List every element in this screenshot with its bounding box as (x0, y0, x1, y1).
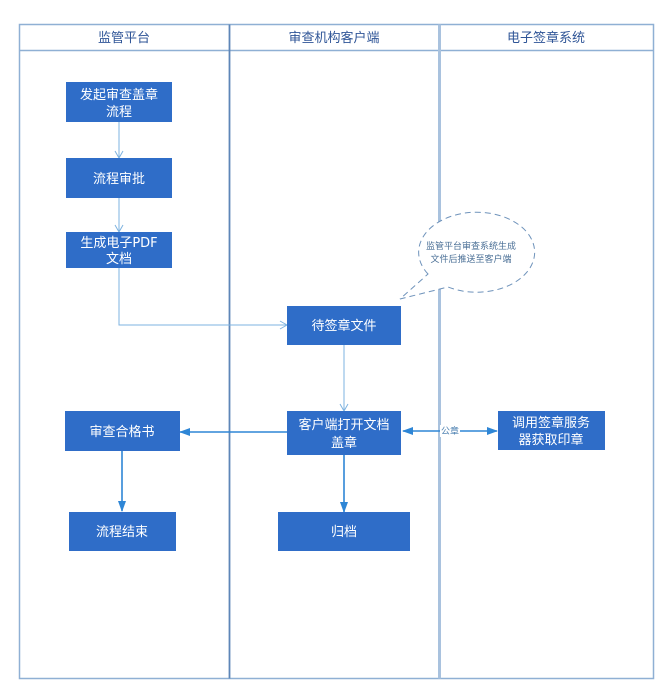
node-approve[interactable]: 流程审批 (66, 158, 172, 198)
node-pending-label: 待签章文件 (311, 318, 376, 334)
node-approve-box[interactable] (66, 158, 172, 198)
node-cert-box[interactable] (65, 411, 180, 451)
node-archive[interactable]: 归档 (278, 512, 410, 551)
node-cert[interactable]: 审查合格书 (65, 411, 180, 451)
node-end-label: 流程结束 (96, 525, 148, 540)
node-call-sign-box[interactable] (498, 411, 605, 450)
node-gen-pdf-box[interactable] (66, 232, 172, 268)
node-open-seal-line-1: 客户端打开文档 (298, 417, 389, 433)
node-open-seal-line-2: 盖章 (331, 435, 357, 451)
node-call-sign-line-2: 器获取印章 (518, 432, 583, 448)
node-archive-box[interactable] (278, 512, 410, 551)
node-start-line-2: 流程 (106, 105, 132, 120)
edge-label-seal: 公章 (441, 425, 459, 437)
node-cert-label: 审查合格书 (89, 424, 154, 440)
lane-title-supervision: 监管平台 (98, 31, 150, 46)
node-open-seal-box[interactable] (287, 411, 401, 455)
node-archive-label: 归档 (331, 525, 357, 540)
node-open-seal[interactable]: 客户端打开文档 盖章 (287, 411, 401, 455)
note-callout: 监管平台审查系统生成 文件后推送至客户端 (399, 211, 536, 300)
node-approve-label: 流程审批 (93, 172, 145, 187)
edge-label-bg (440, 425, 460, 437)
node-start[interactable]: 发起审查盖章 流程 (66, 82, 172, 122)
edges: 公章 (114, 122, 498, 513)
node-gen-pdf-line-1: 生成电子PDF (80, 236, 157, 251)
lanes-outer-border (18, 23, 655, 680)
edge-genpdf-pending (118, 268, 289, 330)
node-start-line-1: 发起审查盖章 (80, 87, 158, 103)
note-line-1: 监管平台审查系统生成 (426, 240, 516, 252)
node-call-sign-line-1: 调用签章服务 (512, 415, 590, 431)
note-callout-shape (399, 211, 536, 300)
node-pending-box[interactable] (287, 306, 401, 345)
node-call-sign[interactable]: 调用签章服务 器获取印章 (498, 411, 605, 450)
lanes-frame (18, 23, 655, 680)
node-gen-pdf-line-2: 文档 (106, 252, 132, 267)
node-gen-pdf[interactable]: 生成电子PDF 文档 (66, 232, 172, 268)
node-start-box[interactable] (66, 82, 172, 122)
node-pending[interactable]: 待签章文件 (287, 306, 401, 345)
node-end[interactable]: 流程结束 (69, 512, 176, 551)
note-line-2: 文件后推送至客户端 (430, 253, 511, 265)
lane-title-esign: 电子签章系统 (507, 30, 585, 46)
lane-title-client: 审查机构客户端 (288, 30, 379, 46)
node-end-box[interactable] (69, 512, 176, 551)
